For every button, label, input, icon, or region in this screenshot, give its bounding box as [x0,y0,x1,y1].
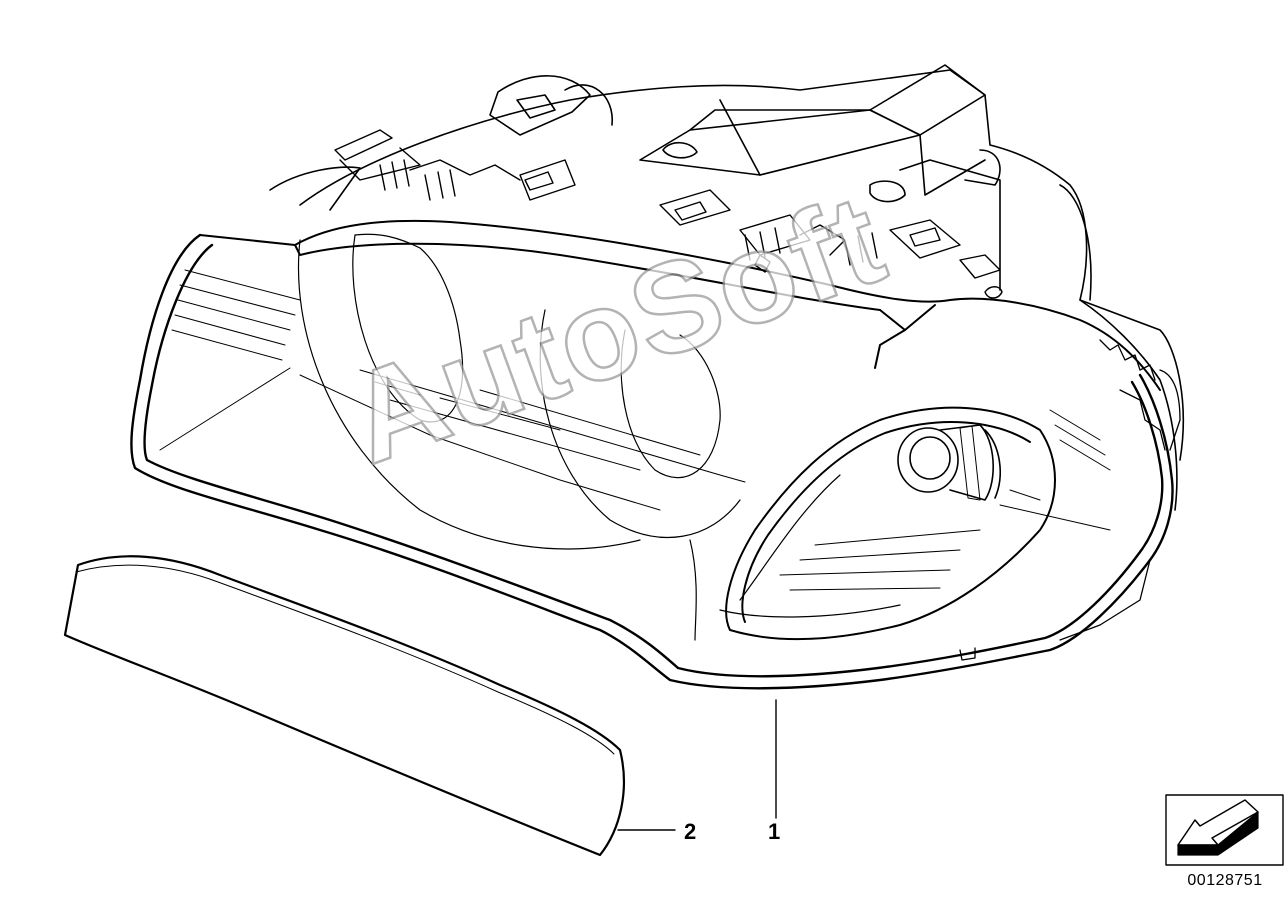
lens-flange [199,219,1161,391]
headlight-assembly [130,64,1185,819]
arrow-down-left-icon[interactable] [1165,794,1284,866]
reflector-arcs [297,233,901,641]
callout-1-label[interactable]: 1 [768,819,781,844]
projector-lamp [897,424,1001,501]
lens-styling-lines [159,269,1111,591]
diagram-number: 00128751 [1187,872,1263,889]
side-clips [959,339,1181,661]
callout-2-label[interactable]: 2 [684,819,697,844]
turn-signal-bezel [725,406,1056,641]
mounting-clips [334,129,1003,299]
rear-housing [269,64,1185,511]
lens-strip-trim [63,555,676,857]
